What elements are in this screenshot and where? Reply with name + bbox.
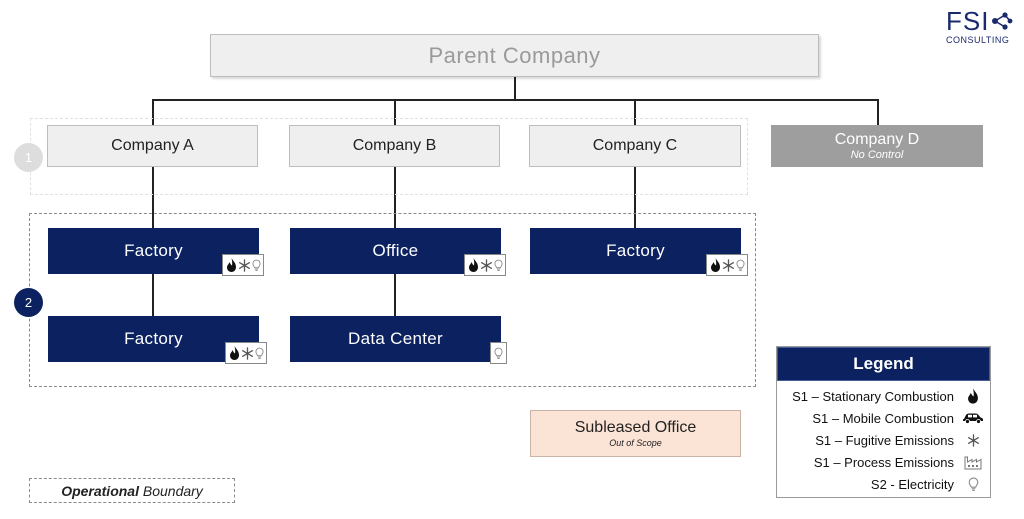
facility-c1-label: Factory [606, 241, 665, 260]
subleased-office-box: Subleased Office Out of Scope [530, 410, 741, 457]
legend-item-label: S1 – Mobile Combustion [812, 410, 954, 426]
lightbulb-icon [494, 347, 503, 359]
connector [634, 167, 636, 228]
parent-company-label: Parent Company [428, 42, 601, 68]
flame-icon [468, 258, 478, 272]
company-d-note: No Control [850, 148, 904, 161]
connector [394, 167, 396, 228]
parent-company-box: Parent Company [210, 34, 819, 77]
flame-icon [229, 346, 239, 360]
facility-a2-label: Factory [124, 329, 183, 348]
legend-item-label: S1 – Process Emissions [813, 454, 954, 470]
legend-panel: Legend S1 – Stationary Combustion S1 – M… [776, 346, 991, 498]
lightbulb-icon [968, 477, 978, 491]
flame-icon [226, 258, 236, 272]
step-marker-2: 2 [14, 288, 43, 317]
connector [152, 99, 878, 101]
boundary-key: Operational Boundary [29, 478, 235, 503]
facility-b2-label: Data Center [348, 329, 443, 348]
emission-icons-b2 [490, 342, 507, 364]
facility-b1-label: Office [372, 241, 419, 260]
connector [152, 274, 154, 316]
legend-item-electricity: S2 - Electricity [777, 473, 990, 495]
lightbulb-icon [251, 259, 261, 271]
legend-item-stationary: S1 – Stationary Combustion [777, 385, 990, 407]
car-icon [963, 413, 983, 424]
emission-icons-a1 [222, 254, 264, 276]
logo-subtitle: CONSULTING [946, 35, 1010, 45]
lightbulb-icon [493, 259, 503, 271]
facility-b2-box: Data Center [290, 316, 501, 362]
emission-icons-b1 [464, 254, 506, 276]
connector [877, 99, 879, 125]
snowflake-icon [722, 258, 734, 272]
step-marker-2-label: 2 [24, 295, 33, 310]
emission-icons-a2 [225, 342, 267, 364]
company-d-box: Company D No Control [771, 125, 983, 167]
legend-title: Legend [853, 354, 914, 373]
logo-molecule-icon [992, 12, 1013, 30]
company-c-label: Company C [592, 137, 678, 154]
snowflake-icon [238, 258, 250, 272]
facility-a2-box: Factory [48, 316, 259, 362]
legend-item-label: S1 – Stationary Combustion [792, 388, 954, 404]
facility-c1-box: Factory [530, 228, 741, 274]
legend-item-fugitive: S1 – Fugitive Emissions [777, 429, 990, 451]
legend-item-mobile: S1 – Mobile Combustion [777, 407, 990, 429]
legend-header: Legend [777, 347, 990, 381]
subleased-office-title: Subleased Office [574, 419, 697, 436]
factory-icon [964, 456, 982, 469]
logo: FSI CONSULTING [946, 8, 1018, 48]
boundary-key-rest: Boundary [138, 482, 203, 499]
facility-a1-label: Factory [124, 241, 183, 260]
connector [394, 99, 396, 125]
snowflake-icon [967, 433, 979, 447]
step-marker-1-label: 1 [24, 150, 33, 165]
legend-item-label: S2 - Electricity [870, 476, 954, 492]
connector [152, 167, 154, 228]
snowflake-icon [241, 346, 253, 360]
lightbulb-icon [735, 259, 745, 271]
emission-icons-c1 [706, 254, 748, 276]
snowflake-icon [480, 258, 492, 272]
lightbulb-icon [254, 347, 264, 359]
connector [514, 76, 516, 100]
legend-item-label: S1 – Fugitive Emissions [815, 432, 954, 448]
flame-icon [710, 258, 720, 272]
connector [152, 99, 154, 125]
connector [394, 274, 396, 316]
subleased-office-note: Out of Scope [609, 438, 662, 448]
company-a-label: Company A [111, 137, 194, 154]
company-d-label: Company D [834, 130, 920, 148]
company-b-label: Company B [352, 137, 437, 154]
step-marker-1: 1 [14, 143, 43, 172]
legend-item-process: S1 – Process Emissions [777, 451, 990, 473]
flame-icon [968, 388, 978, 404]
logo-brand: FSI [946, 6, 990, 36]
boundary-key-bold: Operational [61, 482, 139, 499]
company-c-box: Company C [529, 125, 741, 167]
connector [634, 99, 636, 125]
company-b-box: Company B [289, 125, 500, 167]
company-a-box: Company A [47, 125, 258, 167]
